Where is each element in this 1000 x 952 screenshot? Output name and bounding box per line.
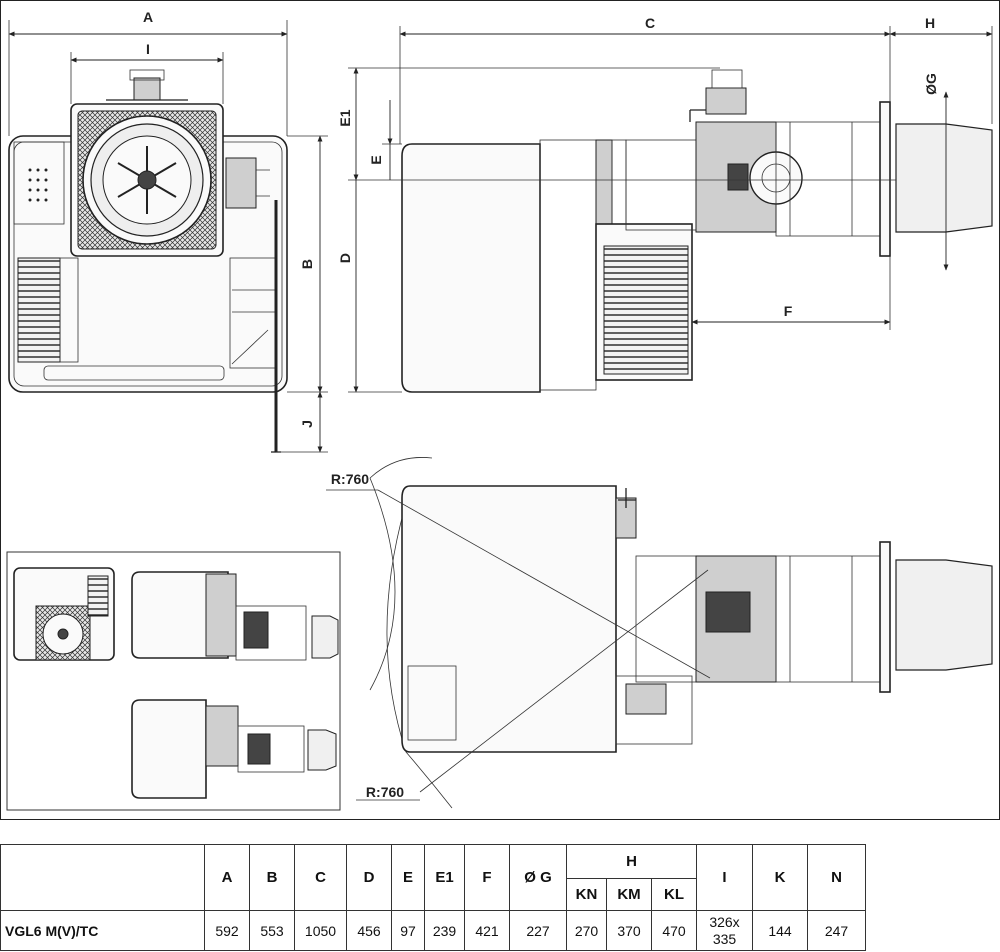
front-view: A I B J: [8, 9, 328, 453]
header-d: D: [346, 844, 392, 911]
cell-i-line2: 335: [712, 930, 737, 947]
cell-n: 247: [807, 910, 866, 951]
top-view: R:760 R:760: [326, 457, 993, 809]
dim-label-i: I: [146, 41, 150, 57]
dimensions-table: A B C D E E1 F Ø G H I K N KN KM KL VGL6…: [0, 844, 866, 951]
cell-e1: 239: [424, 910, 465, 951]
side-view: C H E1 E D F ØG: [337, 15, 993, 393]
header-kl: KL: [651, 878, 697, 911]
dim-label-j: J: [299, 420, 315, 428]
header-kn: KN: [566, 878, 607, 911]
cell-kl: 470: [651, 910, 697, 951]
dim-label-f: F: [784, 303, 793, 319]
header-k: K: [752, 844, 808, 911]
inset-3d-views: [6, 551, 341, 811]
dim-label-h: H: [925, 15, 935, 31]
dim-label-e: E: [368, 155, 384, 164]
header-f: F: [464, 844, 510, 911]
radius-label-bottom: R:760: [366, 784, 404, 800]
header-e1: E1: [424, 844, 465, 911]
cell-model: VGL6 M(V)/TC: [0, 910, 205, 951]
cell-e: 97: [391, 910, 425, 951]
dim-label-og: ØG: [923, 73, 939, 95]
header-model: [0, 844, 205, 911]
cell-kn: 270: [566, 910, 607, 951]
header-km: KM: [606, 878, 652, 911]
cell-f: 421: [464, 910, 510, 951]
cell-c: 1050: [294, 910, 347, 951]
dim-label-b: B: [299, 259, 315, 269]
header-e: E: [391, 844, 425, 911]
cell-km: 370: [606, 910, 652, 951]
cell-d: 456: [346, 910, 392, 951]
cell-b: 553: [249, 910, 295, 951]
dim-label-e1: E1: [337, 109, 353, 126]
table-row: VGL6 M(V)/TC 592 553 1050 456 97 239 421…: [0, 910, 866, 951]
header-n: N: [807, 844, 866, 911]
burner-technical-drawing: A I B J: [0, 0, 1000, 820]
dim-label-a: A: [143, 9, 153, 25]
cell-k: 144: [752, 910, 808, 951]
header-b: B: [249, 844, 295, 911]
header-h: H: [566, 844, 697, 879]
dim-label-d: D: [337, 253, 353, 263]
cell-a: 592: [204, 910, 250, 951]
dim-label-c: C: [645, 15, 655, 31]
header-c: C: [294, 844, 347, 911]
radius-label-top: R:760: [331, 471, 369, 487]
cell-i: 326x 335: [696, 910, 753, 951]
header-a: A: [204, 844, 250, 911]
header-g: Ø G: [509, 844, 567, 911]
header-i: I: [696, 844, 753, 911]
cell-i-line1: 326x: [709, 913, 740, 930]
cell-g: 227: [509, 910, 567, 951]
